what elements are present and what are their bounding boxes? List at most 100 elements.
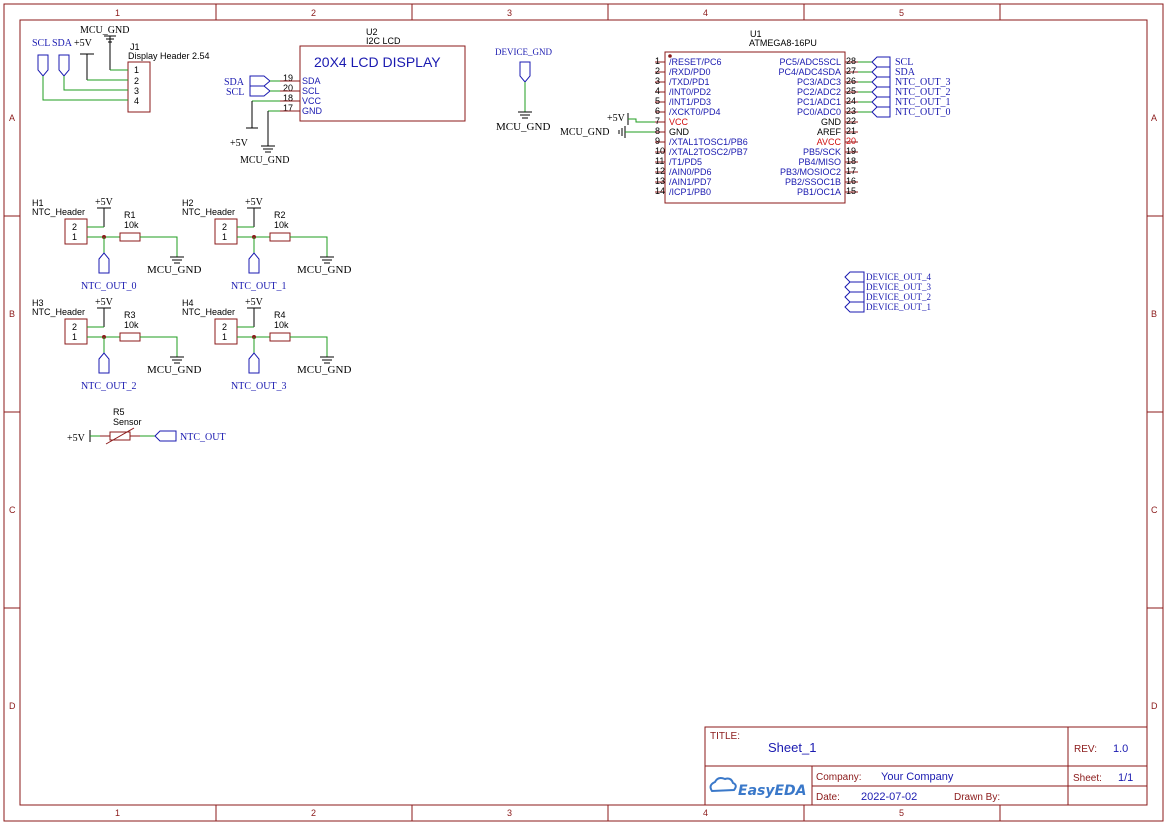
j1-ref: J1 (130, 42, 140, 52)
j1-pin-3: 3 (134, 86, 139, 96)
ntc-out-label: NTC_OUT (180, 432, 226, 443)
u1-right-pin-name: PC5/ADC5SCL (779, 57, 841, 67)
u2-5v: +5V (230, 138, 249, 149)
u1-right-pin-num: 25 (846, 86, 856, 96)
u1-left-pins: 1/RESET/PC62/RXD/PD03/TXD/PD14/INT0/PD25… (655, 56, 748, 197)
u1-left-pin-num: 7 (655, 116, 660, 126)
resistor-value: 10k (274, 220, 289, 230)
device-out-label: DEVICE_OUT_4 (866, 272, 931, 282)
u1-right-pin-num: 18 (846, 156, 856, 166)
u1-right-pin-name: PB1/OC1A (797, 187, 841, 197)
frame-col-top-2: 2 (311, 8, 316, 18)
frame-row-right-C: C (1151, 505, 1158, 515)
header-5v: +5V (95, 197, 114, 208)
u2-lcd[interactable]: U2 I2C LCD 20X4 LCD DISPLAY 19 SDA 20 SC… (280, 27, 466, 122)
resistor-value: 10k (124, 220, 139, 230)
u1-net-flag (871, 56, 891, 68)
u1-body (664, 51, 846, 204)
ntc-out-flag (154, 430, 177, 442)
device-gnd-label: DEVICE_GND (495, 47, 552, 57)
header-net-label: NTC_OUT_3 (231, 381, 287, 392)
u1-left-pin-name: /XCKT0/PD4 (669, 107, 721, 117)
u1-left-pin-name: /ICP1/PB0 (669, 187, 711, 197)
frame-col-bottom-3: 3 (507, 808, 512, 818)
u1-right-pin-num: 22 (846, 116, 856, 126)
rev-value: 1.0 (1113, 743, 1128, 755)
j1-scl-label: SCL (32, 38, 50, 49)
j1-header[interactable]: J1 Display Header 2.54 1 2 3 4 (127, 42, 210, 113)
u1-net-label: NTC_OUT_0 (895, 107, 951, 118)
u2-pin-18: 18 (283, 93, 293, 103)
ntc-header-group: H1NTC_Header21+5VR110kMCU_GNDNTC_OUT_0H2… (32, 197, 351, 392)
u1-left-pin-name: /RESET/PC6 (669, 57, 722, 67)
date-label: Date: (816, 792, 840, 803)
device-gnd-mcu: MCU_GND (496, 121, 550, 133)
header-name: NTC_Header (32, 307, 85, 317)
u1-net-flag (871, 106, 891, 118)
u1-left-pin-name: /INT1/PD3 (669, 97, 711, 107)
easyeda-logo-icon: EasyEDA (709, 777, 807, 799)
frame-row-right-A: A (1151, 113, 1157, 123)
scl-port-flag (37, 54, 49, 77)
device-gnd-flag (519, 61, 531, 83)
resistor-body (119, 332, 141, 342)
u1-left-pin-name: VCC (669, 117, 689, 127)
resistor-ref: R2 (274, 210, 286, 220)
u1-right-pin-num: 26 (846, 76, 856, 86)
u1-right-pin-name: PC4/ADC4SDA (778, 67, 841, 77)
u2-sda-net: SDA (224, 77, 245, 88)
frame-col-bottom-2: 2 (311, 808, 316, 818)
drawn-label: Drawn By: (954, 792, 1000, 803)
u1-left-pin-num: 2 (655, 66, 660, 76)
j1-mcu-gnd-label: MCU_GND (80, 25, 129, 36)
u2-scl-net: SCL (226, 87, 244, 98)
device-out-flag (844, 301, 865, 313)
header-pin-1: 1 (222, 232, 227, 242)
sheet-label: Sheet: (1073, 773, 1102, 784)
j1-body (127, 61, 151, 113)
u2-scl-flag (249, 85, 271, 97)
resistor-body (269, 232, 291, 242)
ntc-out-port-flag (248, 252, 260, 274)
u1-left-pin-name: /XTAL1TOSC1/PB6 (669, 137, 748, 147)
u1-right-pin-name: PC0/ADC0 (797, 107, 841, 117)
device-out-label: DEVICE_OUT_2 (866, 292, 931, 302)
u1-net-flag (871, 76, 891, 88)
device-out-flag (844, 281, 865, 293)
u1-right-pin-num: 19 (846, 146, 856, 156)
r5-sensor[interactable]: R5 Sensor (100, 407, 142, 445)
u1-right-pin-num: 16 (846, 176, 856, 186)
u1-left-pin-name: /TXD/PD1 (669, 77, 710, 87)
u1-atmega8[interactable]: U1 ATMEGA8-16PU 1/RESET/PC62/RXD/PD03/TX… (655, 29, 951, 204)
company-value: Your Company (881, 771, 954, 783)
u1-left-pin-name: GND (669, 127, 690, 137)
header-pin-1: 1 (72, 232, 77, 242)
frame-col-bottom-4: 4 (703, 808, 708, 818)
header-name: NTC_Header (32, 207, 85, 217)
u1-left-pin-num: 1 (655, 56, 660, 66)
u1-net-label: SCL (895, 57, 913, 68)
u1-net-flag (871, 96, 891, 108)
device-out-flags: DEVICE_OUT_4DEVICE_OUT_3DEVICE_OUT_2DEVI… (844, 271, 931, 313)
frame-col-top-4: 4 (703, 8, 708, 18)
title-block: TITLE: Sheet_1 REV: 1.0 EasyEDA Company:… (704, 726, 1148, 806)
u1-right-pin-name: AREF (817, 127, 842, 137)
u2-pin-scl: SCL (302, 86, 320, 96)
header-pin-2: 2 (72, 222, 77, 232)
u1-left-pin-name: /XTAL2TOSC2/PB7 (669, 147, 748, 157)
u2-title: 20X4 LCD DISPLAY (314, 54, 441, 70)
resistor-ref: R1 (124, 210, 136, 220)
u1-right-pin-name: PB3/MOSIOC2 (780, 167, 841, 177)
u2-value: I2C LCD (366, 36, 401, 46)
u1-right-pin-num: 27 (846, 66, 856, 76)
frame-col-top-5: 5 (899, 8, 904, 18)
company-label: Company: (816, 772, 862, 783)
u1-net-flag (871, 86, 891, 98)
u2-body (299, 45, 466, 122)
ntc-out-port-flag (248, 352, 260, 374)
